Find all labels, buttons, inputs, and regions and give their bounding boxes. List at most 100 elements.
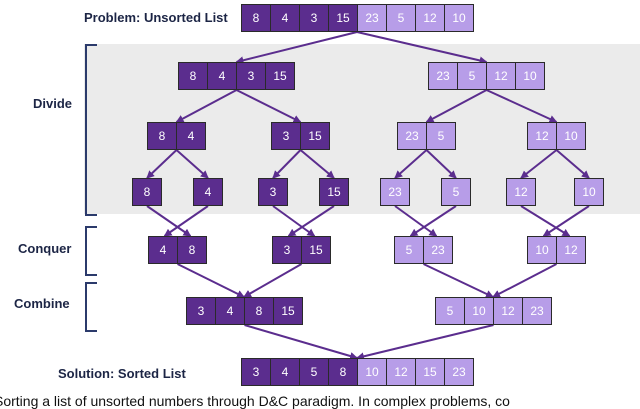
- flow-arrow: [423, 263, 494, 298]
- flow-arrow: [394, 149, 428, 179]
- number-cell: 8: [178, 62, 208, 90]
- divide-bracket: [85, 44, 97, 216]
- number-cell: 15: [273, 297, 303, 325]
- number-cell: 23: [423, 236, 453, 264]
- number-cell: 4: [215, 297, 245, 325]
- number-cell: 3: [299, 4, 329, 32]
- flow-arrow: [520, 205, 571, 237]
- number-cell: 12: [415, 4, 445, 32]
- number-cell: 23: [522, 297, 552, 325]
- number-cell: 4: [176, 122, 206, 150]
- flow-arrow: [409, 205, 457, 237]
- flow-arrow: [486, 89, 558, 123]
- divide-3-item: 23: [380, 178, 410, 206]
- flow-arrow: [175, 89, 237, 123]
- flow-arrow: [425, 89, 487, 123]
- flow-arrow: [163, 205, 209, 237]
- number-cell: 3: [236, 62, 266, 90]
- number-cell: 8: [328, 358, 358, 386]
- divide-3-item: 5: [441, 178, 471, 206]
- number-cell: 3: [272, 236, 302, 264]
- flow-arrow: [555, 149, 590, 179]
- number-cell: 10: [464, 297, 494, 325]
- flow-arrow: [356, 324, 494, 361]
- combine-label: Combine: [14, 296, 70, 311]
- flow-arrow: [394, 205, 438, 237]
- number-cell: 4: [207, 62, 237, 90]
- flow-arrow: [287, 205, 335, 237]
- number-cell: 23: [444, 358, 474, 386]
- number-cell: 23: [357, 4, 387, 32]
- number-cell: 12: [527, 122, 557, 150]
- number-cell: 8: [244, 297, 274, 325]
- number-cell: 10: [556, 122, 586, 150]
- combine-bracket: [85, 282, 97, 332]
- flow-arrow: [235, 31, 358, 65]
- flow-arrow: [425, 149, 457, 179]
- flow-arrow: [272, 205, 316, 237]
- number-cell: 15: [301, 236, 331, 264]
- divide-3-item: 8: [132, 178, 162, 206]
- flow-arrow: [542, 205, 590, 237]
- divide-3-item: 15: [319, 178, 349, 206]
- flow-arrow: [236, 89, 302, 123]
- number-cell: 3: [258, 178, 288, 206]
- flow-arrow: [272, 149, 302, 179]
- solution-label: Solution: Sorted List: [58, 366, 186, 381]
- number-cell: 12: [486, 62, 516, 90]
- flow-arrow: [244, 324, 358, 360]
- number-cell: 12: [556, 236, 586, 264]
- number-cell: 4: [270, 358, 300, 386]
- flow-arrow: [177, 263, 245, 298]
- flow-arrow: [243, 263, 302, 298]
- number-cell: 15: [415, 358, 445, 386]
- number-cell: 5: [426, 122, 456, 150]
- conquer-label: Conquer: [18, 241, 72, 256]
- number-cell: 12: [506, 178, 536, 206]
- conquer-bracket: [85, 226, 97, 276]
- flow-arrow: [520, 149, 558, 179]
- number-cell: 5: [441, 178, 471, 206]
- divide-3-item: 10: [574, 178, 604, 206]
- number-cell: 4: [193, 178, 223, 206]
- number-cell: 10: [357, 358, 387, 386]
- number-cell: 23: [428, 62, 458, 90]
- number-cell: 15: [265, 62, 295, 90]
- divide-3-item: 12: [506, 178, 536, 206]
- number-cell: 5: [394, 236, 424, 264]
- number-cell: 10: [444, 4, 474, 32]
- number-cell: 12: [386, 358, 416, 386]
- divide-3-item: 3: [258, 178, 288, 206]
- number-cell: 10: [574, 178, 604, 206]
- number-cell: 23: [397, 122, 427, 150]
- problem-label: Problem: Unsorted List: [84, 10, 228, 25]
- number-cell: 3: [271, 122, 301, 150]
- flow-arrow: [356, 31, 488, 65]
- flow-arrow: [175, 149, 209, 179]
- number-cell: 15: [328, 4, 358, 32]
- number-cell: 15: [319, 178, 349, 206]
- number-cell: 5: [386, 4, 416, 32]
- flow-arrow: [492, 263, 557, 298]
- number-cell: 8: [177, 236, 207, 264]
- number-cell: 10: [527, 236, 557, 264]
- number-cell: 3: [186, 297, 216, 325]
- number-cell: 10: [515, 62, 545, 90]
- flow-arrow: [299, 149, 335, 179]
- number-cell: 15: [300, 122, 330, 150]
